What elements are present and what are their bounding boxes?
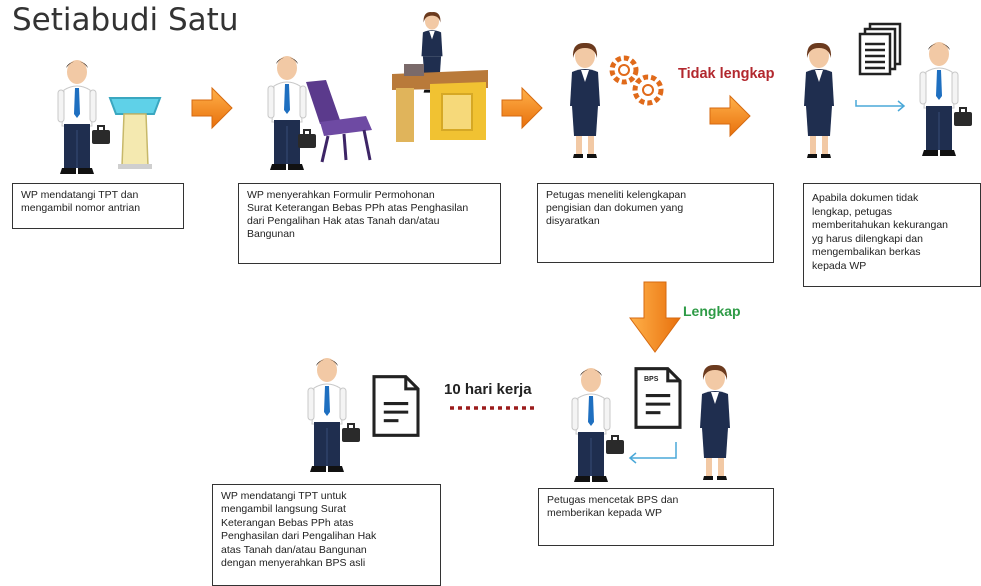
- man-figure-icon: [307, 357, 347, 473]
- woman-figure-icon: [804, 42, 834, 158]
- bps-doc-label: BPS: [644, 376, 659, 383]
- kiosk-icon: [108, 97, 162, 169]
- chair-icon: [306, 80, 372, 163]
- step-3-line: disyaratkan: [546, 215, 600, 227]
- briefcase-icon: [953, 107, 973, 127]
- step-3-line: Petugas meneliti kelengkapan: [546, 189, 687, 201]
- arrow-right-icon: [191, 87, 233, 129]
- man-figure-icon: [267, 55, 307, 171]
- briefcase-icon: [341, 423, 361, 443]
- step-4-line: kepada WP: [812, 259, 867, 272]
- step-3-line: pengisian dan dokumen yang: [546, 202, 684, 214]
- step-6-line: atas Tanah dan/atau Bangunan: [221, 543, 367, 556]
- gears-icon: [609, 55, 664, 106]
- man-figure-icon: [919, 41, 959, 157]
- step-5-line: memberikan kepada WP: [547, 507, 662, 519]
- step-2-line: WP menyerahkan Formulir Permohonan: [247, 189, 435, 201]
- step-2-box: WP menyerahkan Formulir Permohonan Surat…: [238, 183, 501, 264]
- page-title: Setiabudi Satu: [12, 2, 239, 38]
- incomplete-label: Tidak lengkap: [678, 66, 775, 82]
- step-5-box: Petugas mencetak BPS dan memberikan kepa…: [538, 488, 774, 546]
- step-6-line: WP mendatangi TPT untuk: [221, 490, 347, 502]
- arrow-right-icon: [709, 95, 751, 137]
- briefcase-icon: [605, 435, 625, 455]
- return-arrow-icon: [855, 100, 906, 112]
- step-4-line: lengkap, petugas: [812, 205, 892, 218]
- duration-label: 10 hari kerja: [444, 381, 532, 398]
- step-4-line: mengembalikan berkas: [812, 246, 921, 258]
- arrow-down-icon: [629, 281, 681, 353]
- step-2-line: Surat Keterangan Bebas PPh atas Penghasi…: [247, 202, 469, 214]
- step-6-line: Penghasilan dari Pengalihan Hak: [221, 530, 377, 543]
- step-4-line: memberitahukan kekurangan: [812, 219, 948, 231]
- man-figure-icon: [571, 367, 611, 483]
- step-1-box: WP mendatangi TPT dan mengambil nomor an…: [12, 183, 184, 229]
- step-5-line: Petugas mencetak BPS dan: [547, 494, 679, 506]
- step-3-box: Petugas meneliti kelengkapan pengisian d…: [537, 183, 774, 263]
- desk-icon: [392, 64, 488, 142]
- dots-divider: [450, 406, 534, 410]
- return-arrow-icon: [628, 442, 677, 464]
- man-figure-icon: [57, 59, 97, 175]
- briefcase-icon: [297, 129, 317, 149]
- step-1-line: mengambil nomor antrian: [21, 202, 141, 214]
- step-4-line: Apabila dokumen tidak: [812, 192, 919, 204]
- step-2-line: dari Pengalihan Hak atas Tanah dan/atau: [247, 215, 440, 227]
- step-6-box: WP mendatangi TPT untuk mengambil langsu…: [212, 484, 441, 586]
- woman-figure-icon: [700, 364, 730, 480]
- step-4-line: yg harus dilengkapi dan: [812, 232, 923, 245]
- step-4-box: Apabila dokumen tidak lengkap, petugas m…: [803, 183, 981, 287]
- documents-stack-icon: [858, 22, 902, 76]
- step-1-line: WP mendatangi TPT dan: [21, 189, 139, 201]
- woman-figure-icon: [570, 42, 600, 158]
- step-6-line: dengan menyerahkan BPS asli: [221, 557, 366, 570]
- complete-label: Lengkap: [683, 303, 741, 319]
- step-2-line: Bangunan: [247, 228, 295, 240]
- arrow-right-icon: [501, 87, 543, 129]
- step-6-line: mengambil langsung Surat: [221, 503, 346, 516]
- document-icon: [372, 375, 420, 437]
- step-6-line: Keterangan Bebas PPh atas: [221, 516, 354, 529]
